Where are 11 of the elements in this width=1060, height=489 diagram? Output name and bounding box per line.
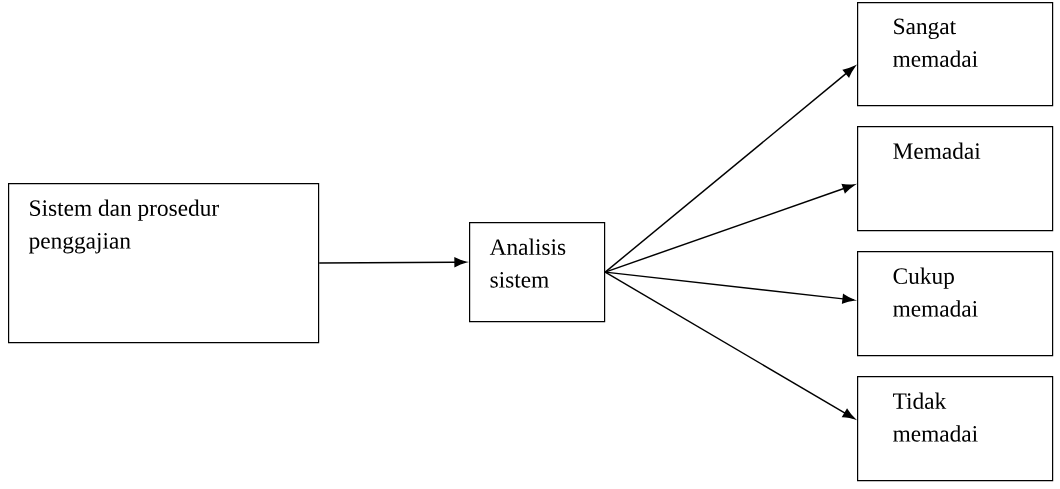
- text-box: Analisis sistem: [469, 222, 606, 323]
- text-box: Sangat memadai: [857, 2, 1054, 107]
- arrow: [604, 183, 855, 273]
- text-box: Tidak memadai: [857, 376, 1054, 482]
- text-box: Sistem dan prosedur penggajian: [8, 183, 320, 344]
- arrow: [604, 65, 856, 273]
- text-box: Memadai: [857, 126, 1054, 232]
- arrow: [318, 257, 467, 267]
- text-box: Cukup memadai: [857, 251, 1054, 357]
- arrow: [604, 271, 855, 304]
- arrow: [604, 271, 856, 420]
